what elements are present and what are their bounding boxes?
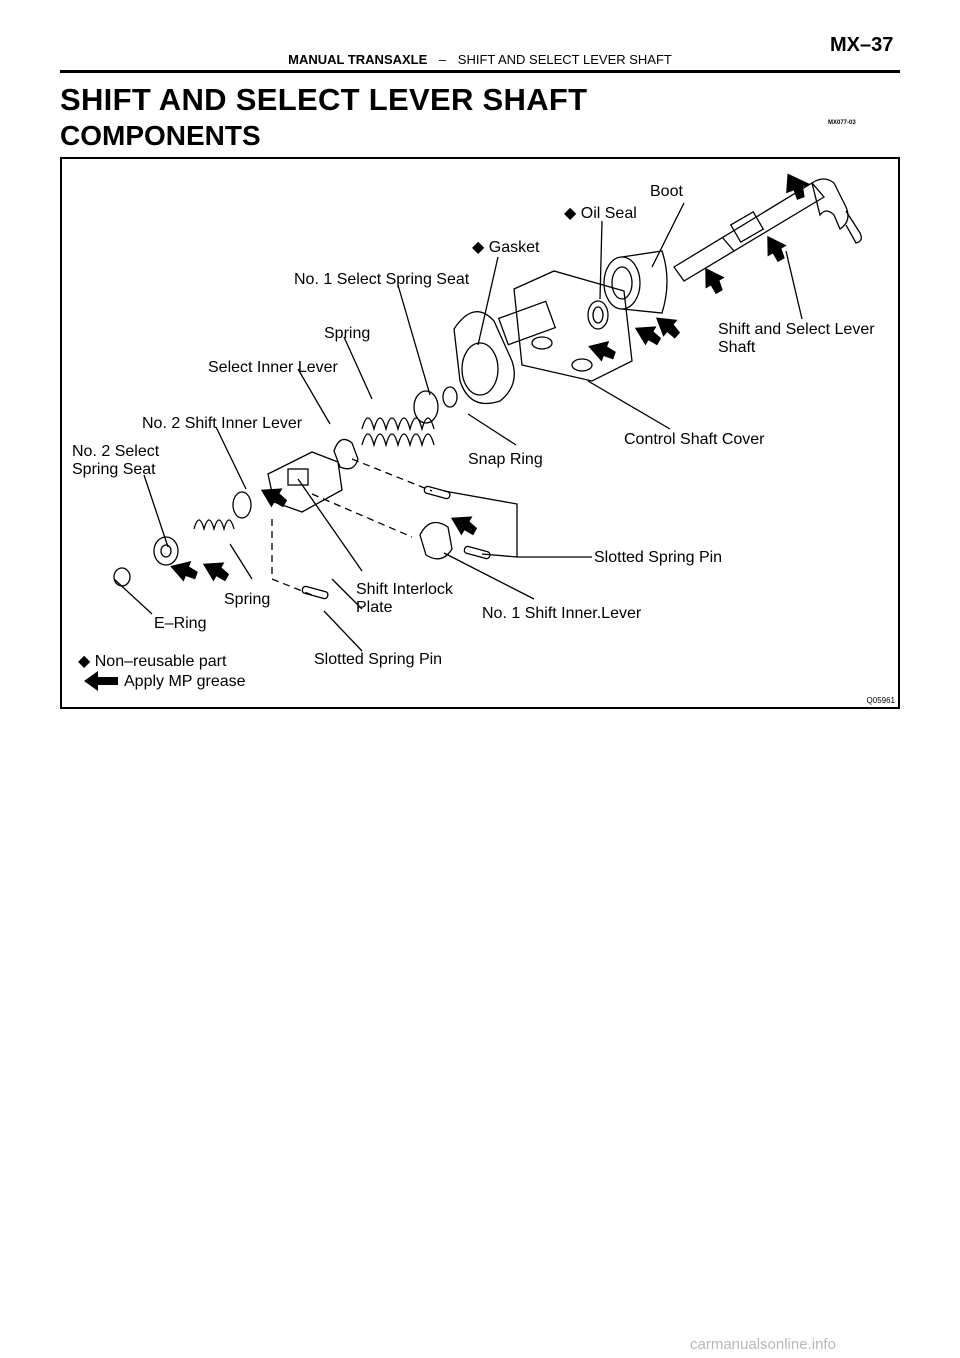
label-shift-interlock-plate-line1: Shift Interlock: [356, 581, 453, 598]
label-no1-shift-inner-lever: No. 1 Shift Inner.Lever: [482, 605, 642, 622]
label-oil-seal: ◆ Oil Seal: [564, 205, 637, 222]
label-slotted-spring-pin-bottom: Slotted Spring Pin: [314, 651, 443, 668]
gasket-drawing: [453, 311, 515, 405]
header-topic: SHIFT AND SELECT LEVER SHAFT: [457, 52, 672, 67]
label-no2-shift-inner-lever: No. 2 Shift Inner Lever: [142, 415, 303, 432]
label-control-shaft-cover: Control Shaft Cover: [624, 431, 765, 448]
label-e-ring: E–Ring: [154, 615, 207, 632]
header-separator: –: [438, 52, 447, 67]
label-no1-select-spring-seat: No. 1 Select Spring Seat: [294, 271, 470, 288]
label-no2-select-spring-seat-line2: Spring Seat: [72, 461, 156, 478]
figure-code: Q05961: [866, 696, 895, 705]
shaft-drawing: [673, 178, 862, 282]
running-header: MANUAL TRANSAXLE – SHIFT AND SELECT LEVE…: [60, 52, 900, 67]
label-slotted-spring-pin-right: Slotted Spring Pin: [594, 549, 723, 566]
section-subtitle: COMPONENTS: [60, 120, 261, 151]
label-no2-select-spring-seat-line1: No. 2 Select: [72, 443, 160, 460]
label-gasket: ◆ Gasket: [472, 239, 540, 256]
label-select-inner-lever: Select Inner Lever: [208, 359, 338, 376]
page-title: SHIFT AND SELECT LEVER SHAFT: [60, 82, 588, 117]
watermark-text: carmanualsonline.info: [690, 1336, 836, 1353]
label-spring-upper: Spring: [324, 325, 371, 342]
control-shaft-cover-drawing: [497, 270, 633, 382]
boot-drawing: [603, 250, 668, 314]
upper-spring-drawing: [361, 417, 435, 448]
label-spring-lower: Spring: [224, 591, 271, 608]
header-section: MANUAL TRANSAXLE: [288, 52, 428, 67]
page-number: MX–37: [830, 34, 894, 56]
label-shift-select-lever-shaft-line2: Shaft: [718, 339, 756, 356]
exploded-view-drawing: [84, 173, 862, 691]
legend-apply-grease: Apply MP grease: [124, 673, 246, 690]
label-shift-select-lever-shaft-line1: Shift and Select Lever: [718, 321, 875, 338]
document-code: MX077-03: [828, 120, 856, 126]
label-shift-interlock-plate-line2: Plate: [356, 599, 393, 616]
components-figure: Boot ◆ Oil Seal ◆ Gasket No. 1 Select Sp…: [60, 157, 900, 709]
legend-non-reusable: ◆ Non–reusable part: [78, 653, 227, 670]
header-rule: [60, 70, 900, 73]
grease-arrows: [84, 173, 811, 691]
label-boot: Boot: [650, 183, 683, 200]
label-snap-ring: Snap Ring: [468, 451, 543, 468]
